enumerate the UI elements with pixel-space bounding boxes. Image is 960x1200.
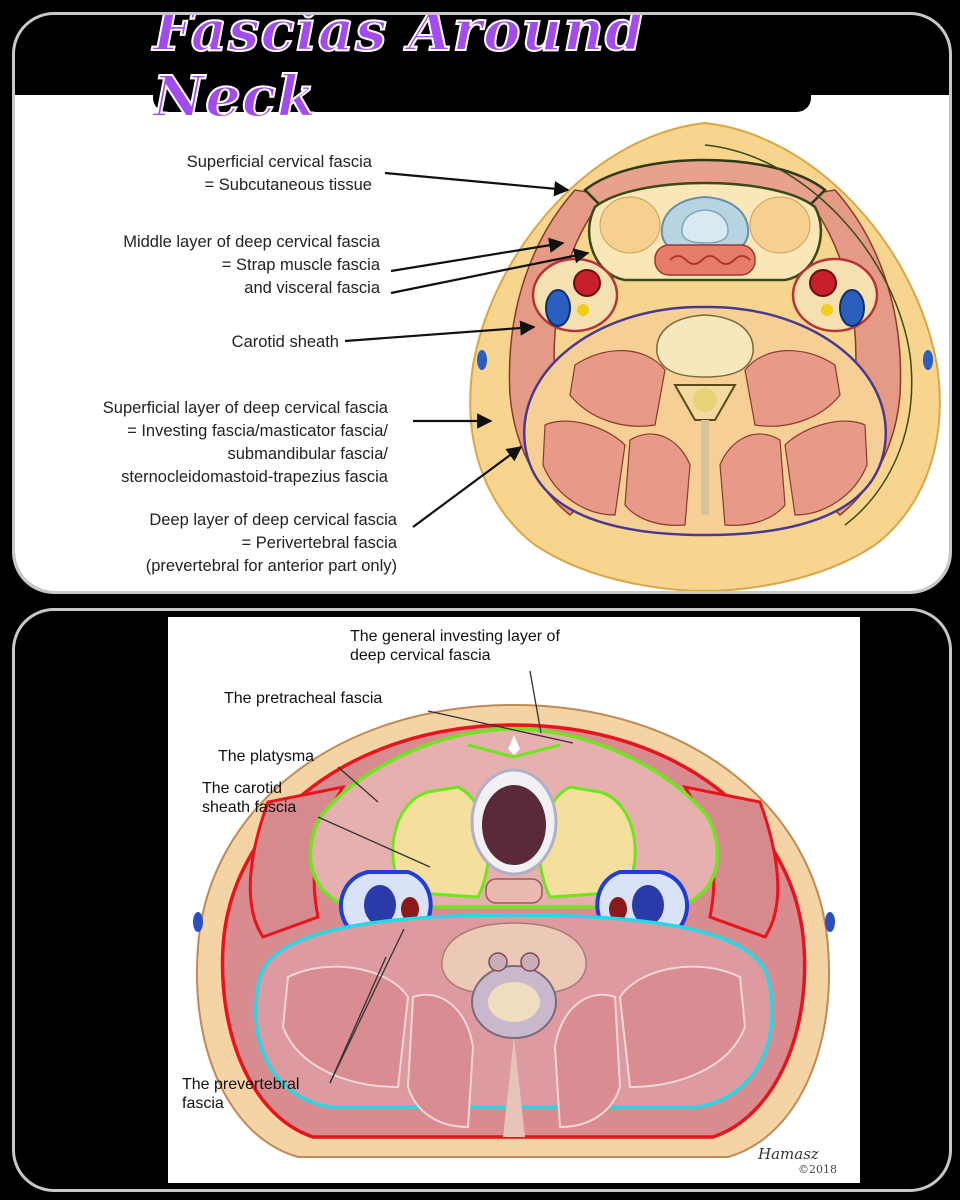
label-line: The platysma	[218, 748, 315, 765]
label-line: deep cervical fascia	[350, 647, 491, 664]
label-superficial-cervical: Superficial cervical fascia = Subcutaneo…	[187, 151, 372, 197]
label-line: and visceral fascia	[244, 279, 380, 297]
label-line: = Subcutaneous tissue	[204, 176, 372, 194]
label-line: Middle layer of deep cervical fascia	[123, 233, 380, 251]
label-carotid-sheath: Carotid sheath	[232, 331, 339, 354]
label-line: The general investing layer of	[350, 628, 560, 645]
esophagus	[654, 244, 756, 276]
label-platysma: The platysma	[218, 747, 314, 766]
neck-cross-section-bottom	[193, 670, 835, 1158]
label-line: = Investing fascia/masticator fascia/	[127, 422, 388, 440]
title-bar: Fascias Around Neck	[152, 15, 811, 131]
label-line: fascia	[182, 1095, 224, 1112]
label-prevertebral: The prevertebral fascia	[182, 1075, 299, 1113]
label-line: submandibular fascia/	[227, 445, 388, 463]
page-title: Fascias Around Neck	[152, 12, 646, 131]
carotid-sheath-right	[791, 257, 879, 333]
label-line: The carotid	[202, 780, 283, 797]
label-general-investing: The general investing layer of deep cerv…	[350, 627, 560, 665]
neck-cross-section-top	[344, 121, 941, 591]
label-line: = Perivertebral fascia	[241, 534, 397, 552]
label-superficial-layer: Superficial layer of deep cervical fasci…	[103, 397, 388, 489]
label-deep-layer: Deep layer of deep cervical fascia = Per…	[146, 509, 397, 578]
label-pretracheal: The pretracheal fascia	[224, 689, 382, 708]
label-line: (prevertebral for anterior part only)	[145, 557, 397, 575]
signature-year: ©2018	[798, 1163, 837, 1176]
top-panel: Superficial cervical fascia = Subcutaneo…	[12, 12, 952, 594]
label-line: Deep layer of deep cervical fascia	[149, 511, 397, 529]
label-line: Superficial cervical fascia	[186, 153, 372, 171]
label-line: The pretracheal fascia	[224, 690, 383, 707]
carotid-sheath-left	[531, 257, 619, 333]
label-carotid-sheath-fascia: The carotid sheath fascia	[202, 779, 296, 817]
vertebral-body	[656, 314, 754, 378]
top-diagram-area: Superficial cervical fascia = Subcutaneo…	[15, 95, 949, 591]
label-line: sheath fascia	[202, 799, 297, 816]
label-line: The prevertebral	[182, 1076, 300, 1093]
label-line: Carotid sheath	[231, 333, 339, 351]
bottom-diagram-area: The general investing layer of deep cerv…	[168, 617, 860, 1183]
label-line: = Strap muscle fascia	[221, 256, 380, 274]
esophagus	[485, 878, 543, 904]
label-middle-layer: Middle layer of deep cervical fascia = S…	[123, 231, 380, 300]
artist-signature: Hamasz	[758, 1145, 819, 1163]
label-line: sternocleidomastoid-trapezius fascia	[121, 468, 388, 486]
label-line: Superficial layer of deep cervical fasci…	[102, 399, 388, 417]
bottom-panel: The general investing layer of deep cerv…	[12, 608, 952, 1192]
